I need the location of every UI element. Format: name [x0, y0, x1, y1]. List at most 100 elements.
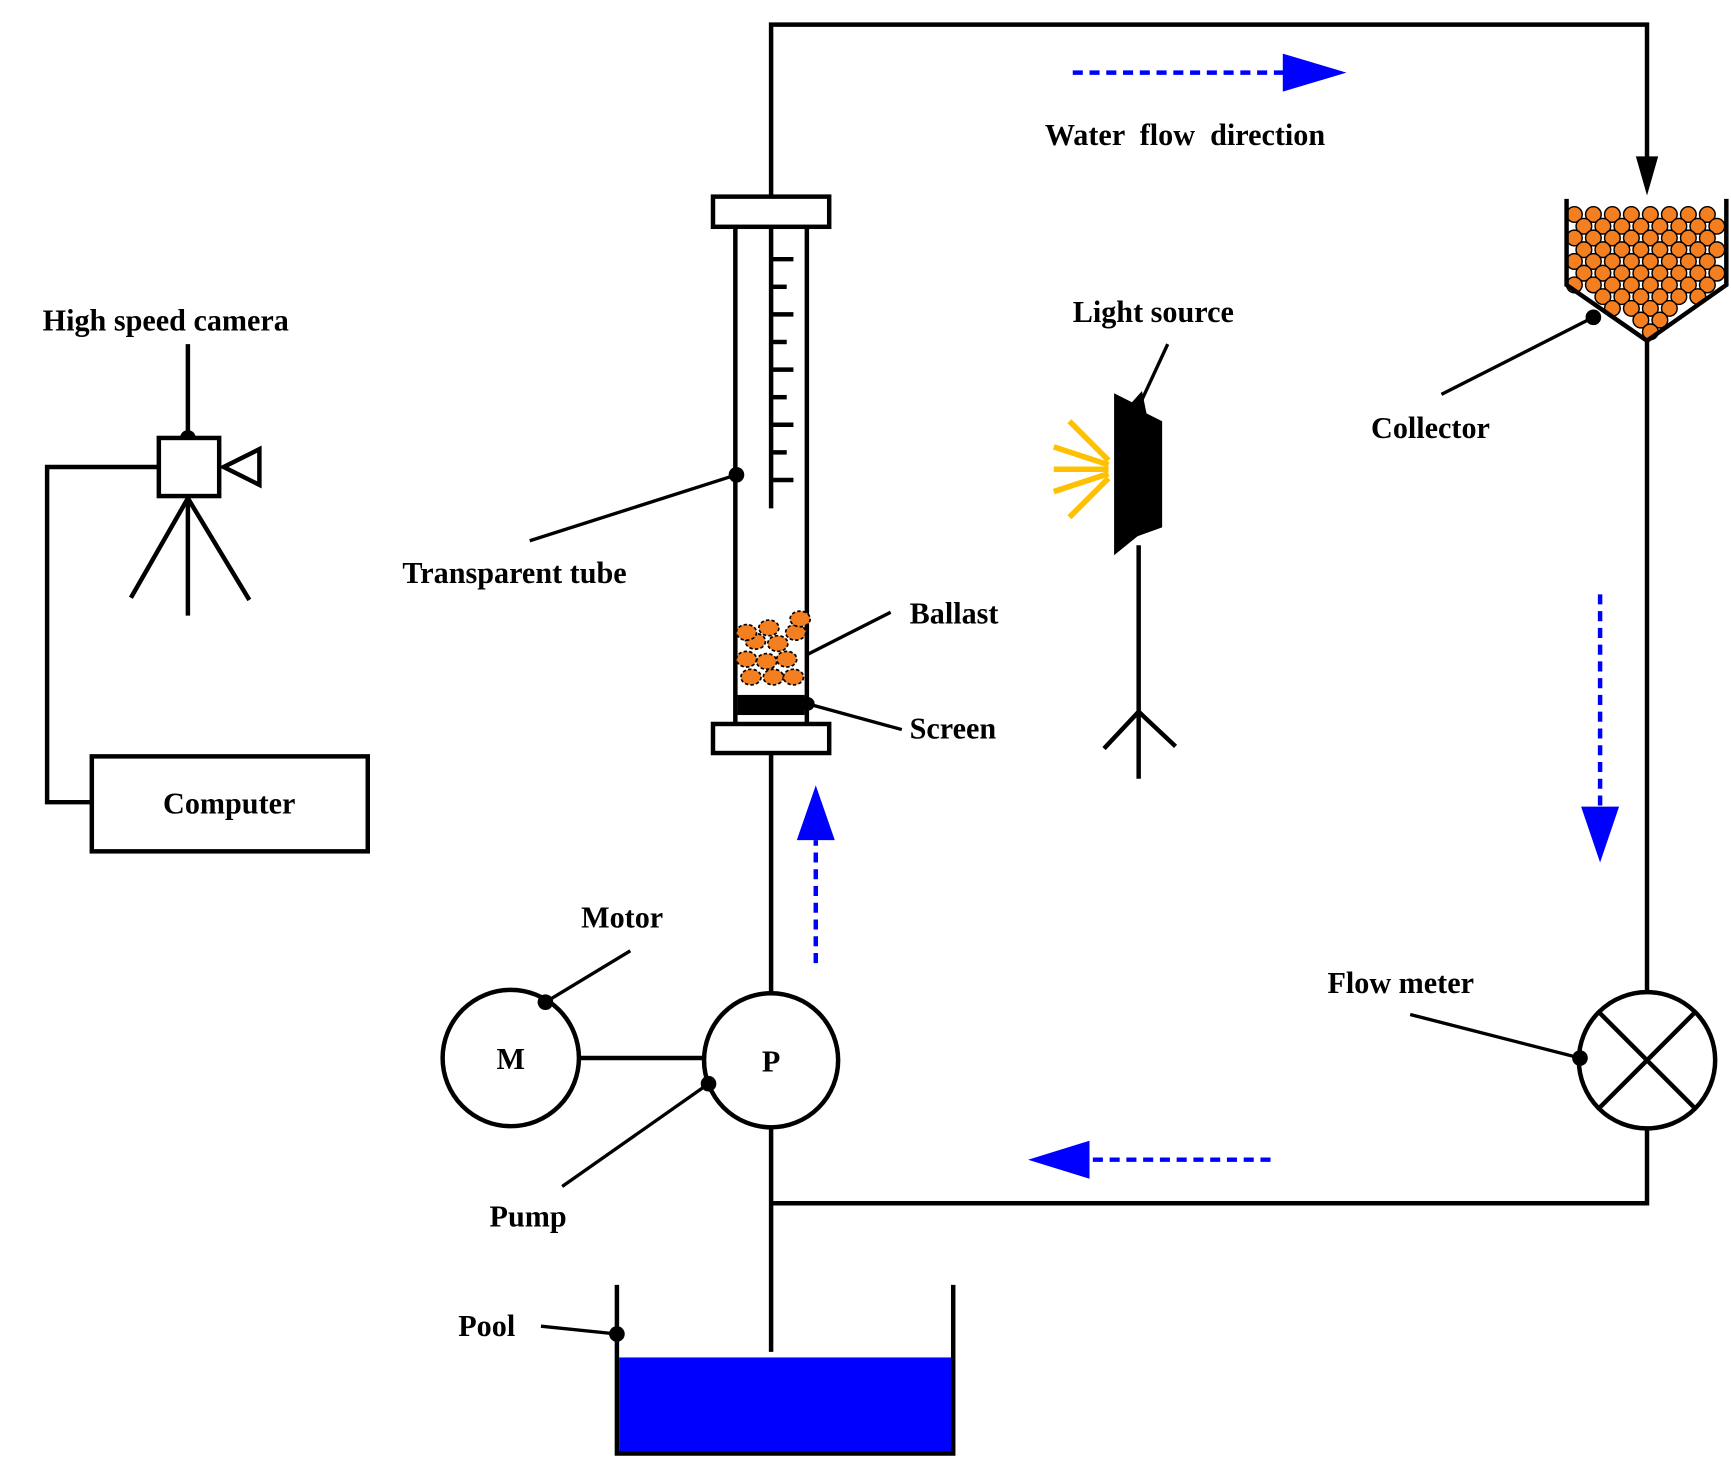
collector-particle	[1584, 276, 1602, 294]
computer-label: Computer	[163, 786, 295, 820]
tube-bottom-cap	[710, 721, 832, 756]
collector-particle	[1575, 217, 1593, 235]
collector-particle	[1698, 205, 1716, 224]
collector-particle	[1622, 276, 1640, 294]
collector-particle	[1603, 276, 1621, 294]
high-speed-camera-label: High speed camera	[43, 304, 289, 338]
ballast-particle	[762, 668, 785, 686]
pipe-arrowhead-down	[1635, 156, 1659, 196]
collector-particle	[1641, 229, 1659, 247]
collector-particle	[1641, 252, 1659, 270]
collector-particle	[1651, 241, 1669, 259]
collector-particle	[1698, 229, 1716, 247]
collector-particle	[1641, 205, 1659, 224]
ballast-particle	[755, 652, 778, 671]
collector-particle	[1660, 276, 1678, 294]
pump: P Pump	[490, 990, 841, 1234]
light-source-label: Light source	[1073, 295, 1234, 329]
collector-particle	[1603, 205, 1621, 224]
motor-symbol: M	[497, 1042, 525, 1076]
collector-particle	[1679, 276, 1697, 294]
tube-top-cap	[710, 194, 832, 230]
ballast-particle	[775, 650, 798, 668]
collector-particle	[1622, 229, 1640, 247]
light-source: Light source	[1052, 295, 1234, 779]
motor-label: Motor	[581, 900, 663, 934]
high-speed-camera: High speed camera	[43, 304, 289, 805]
flow-arrowhead-right	[1282, 53, 1347, 92]
transparent-tube: Transparent tube Ballast Screen	[402, 194, 999, 756]
pump-icon	[701, 990, 841, 1130]
camera-lens-icon	[218, 445, 262, 489]
collector-particle	[1584, 252, 1602, 270]
ballast-particle	[757, 619, 780, 637]
collector-particle	[1689, 217, 1707, 235]
collector-particle	[1651, 288, 1669, 306]
collector-particle	[1660, 252, 1678, 270]
water	[619, 1357, 953, 1453]
collector-particle	[1603, 252, 1621, 270]
screen-label: Screen	[910, 712, 997, 746]
collector-particle	[1651, 217, 1669, 235]
collector-particle	[1679, 229, 1697, 247]
collector-particle	[1632, 217, 1650, 235]
light-rays-icon	[1052, 419, 1111, 520]
ballast-particle	[782, 668, 805, 686]
collector-particle	[1613, 288, 1631, 306]
collector-particle	[1689, 241, 1707, 259]
collector-particle	[1670, 217, 1688, 235]
collector-particle	[1679, 252, 1697, 270]
collector-particle	[1594, 241, 1612, 259]
lamp-body	[1114, 391, 1163, 556]
collector-particle	[1594, 264, 1612, 282]
computer: Computer	[89, 754, 371, 854]
collector-particle	[1622, 299, 1640, 317]
collector-particle	[1632, 264, 1650, 282]
collector-particle	[1613, 217, 1631, 235]
collector-particle	[1594, 288, 1612, 306]
water-flow-direction-label: Water flow direction	[1045, 118, 1326, 152]
ballast-label: Ballast	[910, 596, 999, 630]
collector-particle	[1670, 241, 1688, 259]
flow-arrow-down	[1581, 594, 1620, 863]
collector-particle	[1632, 241, 1650, 259]
screen	[737, 694, 805, 716]
collector-particle	[1689, 264, 1707, 282]
collector-particle	[1622, 205, 1640, 224]
collector-particle	[1622, 252, 1640, 270]
collector-particle	[1679, 205, 1697, 224]
collector-particle	[1670, 264, 1688, 282]
collector-particle	[1575, 264, 1593, 282]
ballast-particle	[766, 634, 789, 653]
collector-particle	[1575, 241, 1593, 259]
collector-particle	[1641, 299, 1659, 317]
ballast-particle	[789, 610, 812, 628]
collector-particle	[1660, 229, 1678, 247]
collector-particle	[1698, 252, 1716, 270]
camera-body	[156, 435, 222, 499]
pool-label: Pool	[458, 1309, 515, 1343]
pump-symbol: P	[762, 1044, 780, 1078]
flow-meter: Flow meter	[1327, 966, 1718, 1131]
ballast-particle	[735, 650, 758, 668]
collector-particle	[1660, 205, 1678, 224]
collector-particle	[1613, 241, 1631, 259]
motor: Motor M	[440, 900, 705, 1129]
water-flow-legend: Water flow direction	[1045, 53, 1347, 152]
collector-particle	[1594, 217, 1612, 235]
flow-arrow-left	[1028, 1140, 1271, 1179]
transparent-tube-label: Transparent tube	[402, 556, 626, 590]
flow-arrow-up	[796, 785, 835, 964]
collector-particle	[1584, 205, 1602, 224]
collector-particle	[1651, 311, 1669, 329]
ballast	[735, 610, 812, 686]
collector-particle	[1632, 311, 1650, 329]
collector-particle	[1641, 276, 1659, 294]
collector-particle	[1660, 299, 1678, 317]
collector: Collector	[1371, 198, 1729, 445]
pool: Pool	[458, 1284, 956, 1456]
collector-particle	[1603, 229, 1621, 247]
collector-particle	[1698, 276, 1716, 294]
ballast-particle	[740, 668, 762, 686]
